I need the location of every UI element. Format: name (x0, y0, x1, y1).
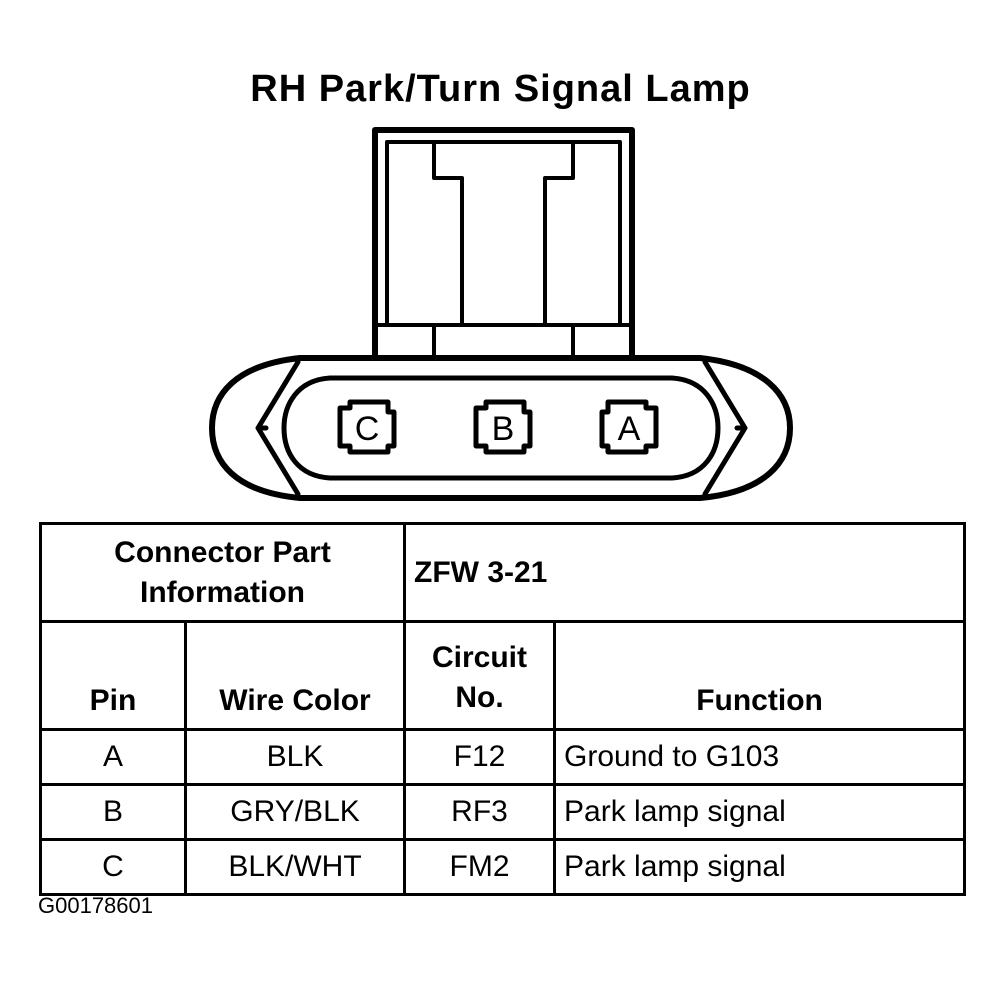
cell-function: Park lamp signal (553, 783, 967, 841)
cell-circuit: FM2 (403, 838, 557, 896)
pin-label-c: C (355, 410, 380, 448)
cell-wire-color: GRY/BLK (183, 783, 407, 841)
table-row: A BLK F12 Ground to G103 (39, 728, 967, 786)
connector-face (281, 375, 721, 481)
col-header-function: Function (553, 620, 967, 731)
table-row: C BLK/WHT FM2 Park lamp signal (39, 838, 967, 896)
col-header-wire-color: Wire Color (183, 620, 407, 731)
connector-latch-outer (372, 127, 635, 360)
pin-cavity-c (337, 399, 397, 455)
connector-tab-right (702, 359, 748, 497)
cell-wire-color: BLK (183, 728, 407, 786)
pin-label-a: A (618, 410, 641, 448)
cell-pin: A (39, 728, 187, 786)
connector-body-outer (209, 355, 793, 501)
cell-circuit: RF3 (403, 783, 557, 841)
col-header-circuit-no: Circuit No. (403, 620, 557, 731)
connector-illustration: C B A (209, 127, 793, 501)
table-row: B GRY/BLK RF3 Park lamp signal (39, 783, 967, 841)
figure-code: G00178601 (38, 893, 153, 918)
part-info-label: Connector Part Information (38, 522, 407, 623)
cell-pin: B (39, 783, 187, 841)
connector-latch-base (376, 323, 632, 359)
column-header-row: Pin Wire Color Circuit No. Function (39, 620, 967, 731)
cell-circuit: F12 (403, 728, 557, 786)
pin-label-b: B (492, 410, 515, 448)
col-header-pin: Pin (39, 620, 187, 731)
diagram-title: RH Park/Turn Signal Lamp (250, 68, 751, 110)
pin-cavity-a (599, 399, 659, 455)
connector-latch-t (432, 140, 575, 327)
connector-latch-inner (385, 140, 622, 327)
part-info-value: ZFW 3-21 (403, 522, 967, 623)
connector-tab-left (255, 359, 301, 497)
col-header-circuit-line2: No. (455, 681, 504, 714)
col-header-circuit-line1: Circuit (432, 641, 528, 674)
cell-function: Ground to G103 (553, 728, 967, 786)
cell-wire-color: BLK/WHT (183, 838, 407, 896)
pin-cavity-b (473, 399, 533, 455)
cell-function: Park lamp signal (553, 838, 967, 896)
connector-info-table: Connector Part Information ZFW 3-21 Pin … (38, 522, 967, 896)
part-info-row: Connector Part Information ZFW 3-21 (38, 522, 967, 623)
cell-pin: C (39, 838, 187, 896)
